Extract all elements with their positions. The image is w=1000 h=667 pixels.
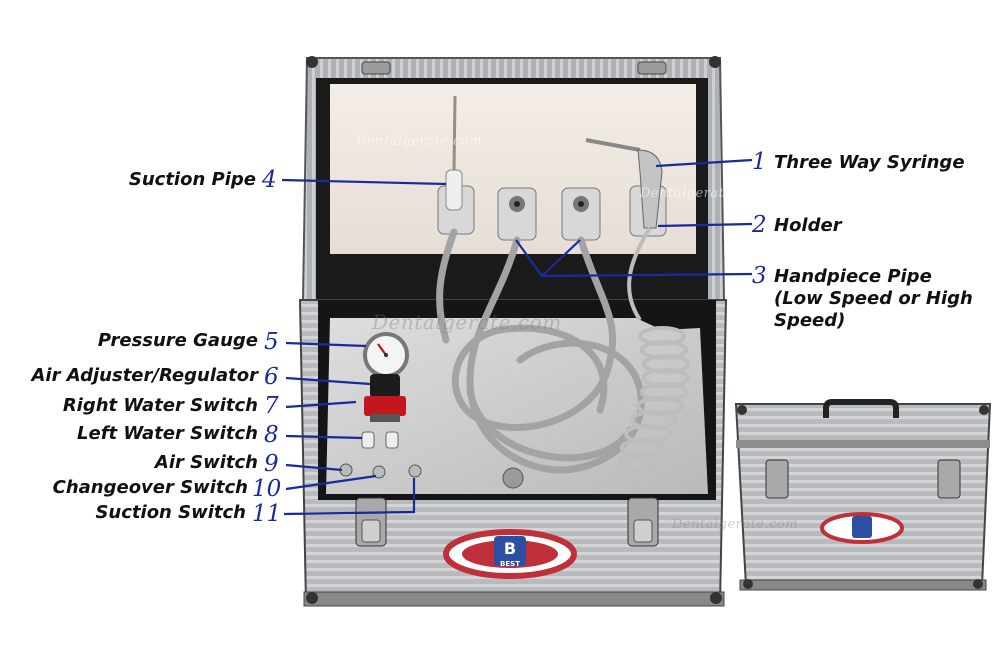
label-right-water-switch: Right Water Switch <box>62 395 258 416</box>
watermark: Dentalgerate.com <box>356 134 483 149</box>
toggle-switch-icon[interactable] <box>408 464 422 478</box>
label-suction-switch: Suction Switch <box>95 502 246 523</box>
bottom-trim <box>303 591 725 607</box>
latch-icon[interactable] <box>937 459 961 499</box>
regulator-knob-icon[interactable] <box>364 374 406 422</box>
label-air-adjuster-regulator: Air Adjuster/Regulator <box>31 365 258 386</box>
label-handpiece-pipe-line2: (Low Speed or High <box>774 288 973 309</box>
label-holder: Holder <box>774 215 842 236</box>
label-changeover-switch: Changeover Switch <box>52 477 248 498</box>
leader-lines <box>281 158 753 516</box>
label-3-number: 3 <box>752 263 767 289</box>
label-11-number: 11 <box>252 501 282 527</box>
label-suction-pipe: Suction Pipe <box>128 169 256 190</box>
label-7-number: 7 <box>264 393 279 419</box>
pressure-gauge-icon <box>363 332 409 378</box>
label-left-water-switch: Left Water Switch <box>77 423 258 444</box>
logo-letter: B <box>504 539 516 558</box>
watermark: Dentalgerate.com <box>672 517 799 532</box>
label-10-number: 10 <box>252 476 282 502</box>
corner-cap <box>306 592 318 604</box>
brand-logo <box>443 529 577 579</box>
latch-icon[interactable] <box>627 497 659 547</box>
panel-knob <box>502 467 524 489</box>
watermark: Dentalgerate.com <box>372 310 562 334</box>
label-air-switch: Air Switch <box>154 452 258 473</box>
corner-cap <box>709 56 721 68</box>
corner-cap <box>710 592 722 604</box>
hinge-right <box>637 61 667 75</box>
hoses <box>436 228 645 474</box>
label-4-number: 4 <box>262 167 277 193</box>
carry-handle-icon[interactable] <box>823 399 899 418</box>
suction-pipe-icon[interactable] <box>445 95 463 211</box>
corner-cap <box>306 56 318 68</box>
label-8-number: 8 <box>264 422 279 448</box>
label-1-number: 1 <box>752 149 767 175</box>
label-handpiece-pipe: Handpiece Pipe <box>774 266 932 287</box>
main-case: B BEST <box>298 56 728 607</box>
label-9-number: 9 <box>264 451 279 477</box>
label-pressure-gauge: Pressure Gauge <box>97 330 258 351</box>
closed-case <box>734 399 992 591</box>
holder-handpiece-left <box>497 187 537 241</box>
latch-icon[interactable] <box>355 497 387 547</box>
holder-handpiece-right <box>561 187 601 241</box>
label-2-number: 2 <box>752 212 767 238</box>
logo-text: BEST <box>500 560 520 568</box>
label-6-number: 6 <box>264 364 279 390</box>
hinge-left <box>361 61 391 75</box>
toggle-switch-icon[interactable] <box>361 431 375 449</box>
label-5-number: 5 <box>264 329 279 355</box>
latch-icon[interactable] <box>765 459 789 499</box>
watermark: Dentalgerate.com <box>640 186 767 201</box>
label-handpiece-pipe-line3: Speed) <box>774 310 846 331</box>
label-three-way-syringe: Three Way Syringe <box>774 152 965 173</box>
toggle-switch-icon[interactable] <box>385 431 399 449</box>
toggle-switch-icon[interactable] <box>372 465 386 479</box>
